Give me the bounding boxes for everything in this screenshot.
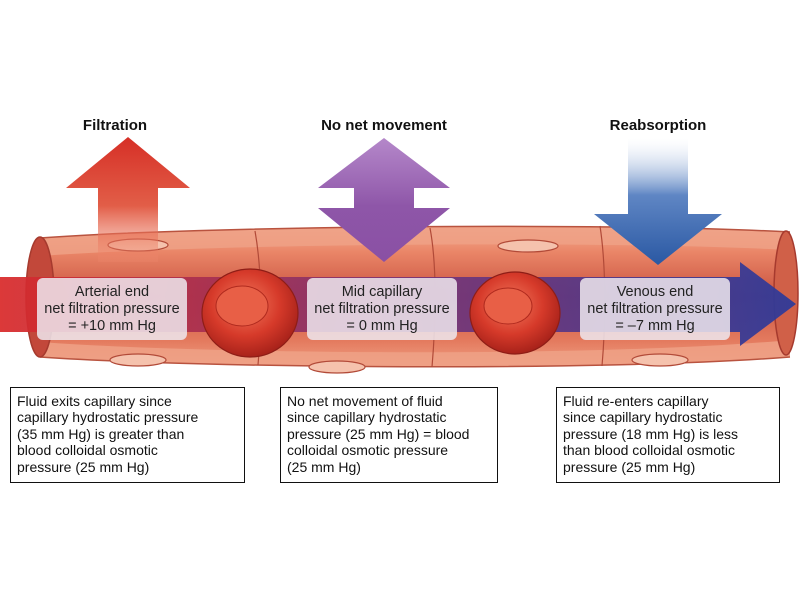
reabsorption-heading: Reabsorption — [609, 117, 707, 134]
arterial-end-label: Arterial end — [74, 284, 150, 300]
arterial-explanation-box: Fluid exits capillary since capillary hy… — [10, 387, 245, 483]
no-net-movement-arrow-icon — [318, 138, 450, 262]
note-line: (25 mm Hg) — [287, 458, 361, 475]
filtration-arrow-icon — [66, 137, 190, 262]
venous-end-label: Venous end — [616, 284, 694, 300]
no-net-movement-heading: No net movement — [321, 117, 447, 134]
filtration-heading: Filtration — [82, 117, 148, 134]
venous-end-value: = –7 mm Hg — [615, 318, 695, 334]
arterial-end-pressure-box: Arterial end net filtration pressure = +… — [37, 278, 187, 340]
arterial-end-value: = +10 mm Hg — [68, 318, 156, 334]
note-line: colloidal osmotic pressure — [287, 442, 449, 459]
note-line: Fluid exits capillary since — [17, 393, 172, 409]
note-line: No net movement of fluid — [287, 393, 443, 409]
note-line: than blood colloidal osmotic — [563, 442, 735, 459]
note-line: since capillary hydrostatic — [287, 409, 447, 426]
note-line: blood colloidal osmotic — [17, 442, 158, 459]
note-line: pressure (18 mm Hg) is less — [563, 425, 739, 442]
note-line: (35 mm Hg) is greater than — [17, 425, 185, 442]
venous-explanation-box: Fluid re-enters capillary since capillar… — [556, 387, 780, 483]
mid-explanation-box: No net movement of fluid since capillary… — [280, 387, 498, 483]
mid-capillary-value: = 0 mm Hg — [346, 318, 418, 334]
note-line: since capillary hydrostatic — [563, 409, 723, 426]
red-blood-cell-icon — [201, 268, 299, 358]
reabsorption-arrow-icon — [594, 138, 722, 265]
venous-end-pressure-box: Venous end net filtration pressure = –7 … — [580, 278, 730, 340]
note-line: pressure (25 mm Hg) = blood — [287, 425, 470, 442]
arterial-end-subtitle: net filtration pressure — [44, 301, 180, 317]
mid-capillary-subtitle: net filtration pressure — [314, 301, 450, 317]
venous-end-subtitle: net filtration pressure — [587, 301, 723, 317]
note-line: capillary hydrostatic pressure — [17, 409, 199, 426]
mid-capillary-label: Mid capillary — [341, 284, 423, 300]
note-line: Fluid re-enters capillary — [563, 393, 709, 409]
note-line: pressure (25 mm Hg) — [17, 458, 150, 475]
mid-capillary-pressure-box: Mid capillary net filtration pressure = … — [307, 278, 457, 340]
note-line: pressure (25 mm Hg) — [563, 458, 696, 475]
red-blood-cell-icon — [469, 271, 561, 355]
